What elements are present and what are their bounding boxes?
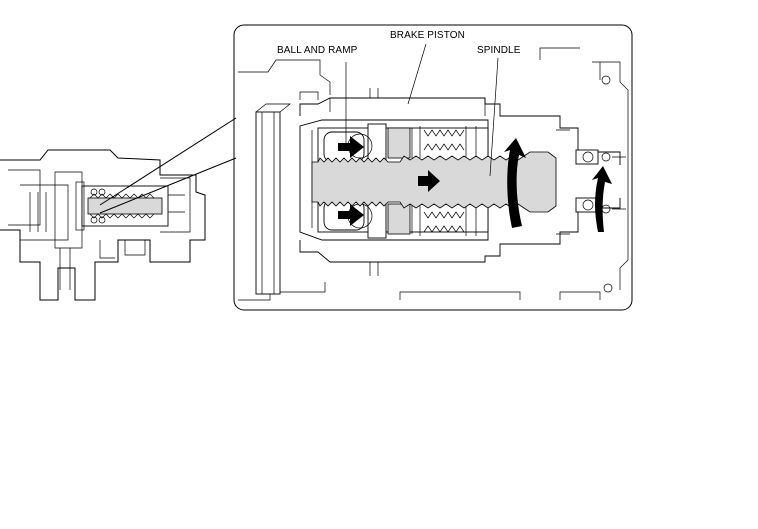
ball-ramp-lower-arrow: [338, 204, 364, 226]
magnified-detail-panel: [233, 24, 633, 311]
brake-piston-leader: [407, 43, 427, 105]
caliper-overview: [0, 149, 206, 301]
label-spindle: SPINDLE: [477, 45, 521, 56]
spindle-leader: [489, 57, 499, 177]
spindle-rotation-arrow: [504, 138, 526, 228]
spindle-axial-arrow: [418, 170, 440, 192]
label-brake-piston: BRAKE PISTON: [390, 30, 465, 41]
label-ball-and-ramp: BALL AND RAMP: [277, 45, 358, 56]
zoom-callout-lines: [99, 117, 237, 214]
shaft-rotation-arrow: [592, 166, 612, 232]
ball-ramp-upper-arrow: [338, 136, 364, 158]
